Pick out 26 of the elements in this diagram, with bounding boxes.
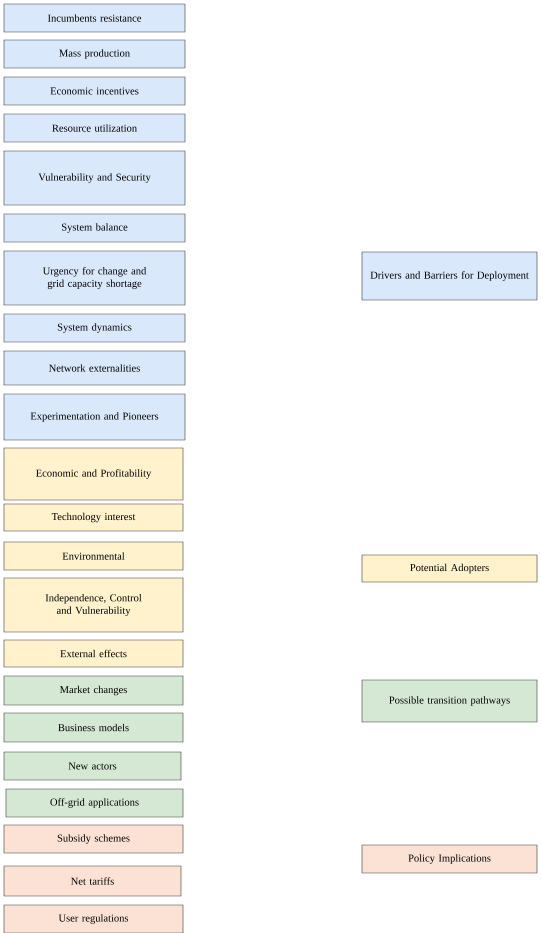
category-box: Vulnerability and Security	[4, 150, 186, 206]
category-box: System dynamics	[4, 314, 186, 342]
category-box: Independence, Control and Vulnerability	[4, 578, 184, 632]
category-box: Economic incentives	[4, 76, 186, 106]
category-box: Mass production	[4, 40, 186, 68]
category-box: Environmental	[4, 542, 184, 570]
category-box: Incumbents resistance	[4, 4, 186, 32]
category-box: Urgency for change and grid capacity shortage	[4, 250, 186, 306]
category-box: New actors	[4, 752, 182, 780]
category-box: Economic and Profitability	[4, 448, 184, 500]
category-box: Market changes	[4, 676, 184, 706]
category-box: Off-grid applications	[6, 788, 184, 818]
category-box: Technology interest	[4, 504, 184, 532]
category-box: Potential Adopters	[362, 554, 538, 582]
category-box: External effects	[4, 640, 184, 668]
category-box: User regulations	[4, 904, 184, 933]
category-box: Business models	[4, 712, 184, 742]
category-box: System balance	[4, 214, 186, 242]
category-box: Possible transition pathways	[362, 680, 538, 722]
category-box: Policy Implications	[362, 844, 538, 874]
category-box: Subsidy schemes	[4, 824, 184, 854]
category-box: Experimentation and Pioneers	[4, 394, 186, 440]
category-box: Net tariffs	[4, 866, 182, 896]
category-box: Resource utilization	[4, 114, 186, 142]
category-box: Drivers and Barriers for Deployment	[362, 252, 538, 300]
category-box: Network externalities	[4, 350, 186, 386]
